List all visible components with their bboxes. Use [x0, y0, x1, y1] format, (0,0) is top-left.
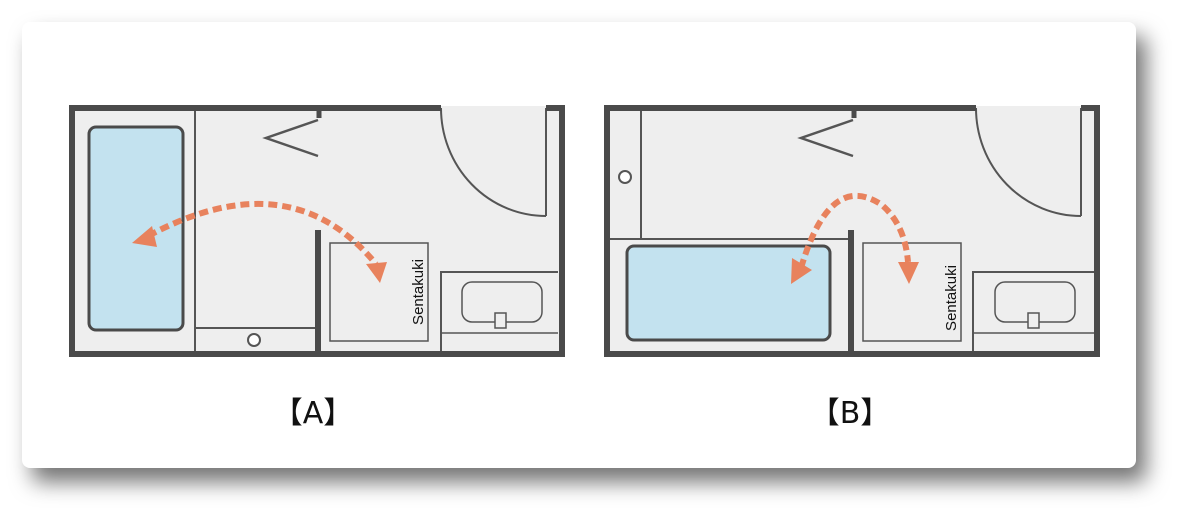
- vanity-outline: [972, 271, 1094, 354]
- drain-icon: [247, 333, 261, 347]
- floor-plan-a: Sentakuki: [69, 105, 565, 357]
- caption-a: 【A】: [272, 396, 354, 431]
- caption-b: 【B】: [809, 396, 891, 431]
- washing-machine: [862, 242, 962, 342]
- faucet-icon: [494, 312, 507, 329]
- bathtub-icon: [625, 244, 832, 342]
- appliance-label: Sentakuki: [410, 259, 427, 325]
- folding-door-icon: [262, 118, 319, 158]
- appliance-label: Sentakuki: [943, 265, 960, 331]
- faucet-icon: [1027, 312, 1040, 329]
- arrowhead-right: [898, 262, 919, 284]
- door-swing-icon: [440, 107, 547, 217]
- arrowhead-right: [366, 262, 387, 283]
- door-swing-icon: [975, 107, 1082, 217]
- arrowhead-left: [132, 226, 157, 247]
- double-arrow-icon: [146, 200, 379, 266]
- drain-icon: [618, 170, 632, 184]
- double-arrow-icon: [798, 192, 911, 269]
- bathtub-icon: [87, 125, 185, 332]
- washing-machine: [329, 242, 429, 342]
- outer-walls: [69, 105, 565, 357]
- floor-plan-b: Sentakuki: [604, 105, 1100, 357]
- vanity-outline: [440, 271, 558, 354]
- arrowhead-left: [791, 258, 812, 284]
- folding-door-icon: [797, 118, 854, 158]
- outer-walls: [604, 105, 1100, 357]
